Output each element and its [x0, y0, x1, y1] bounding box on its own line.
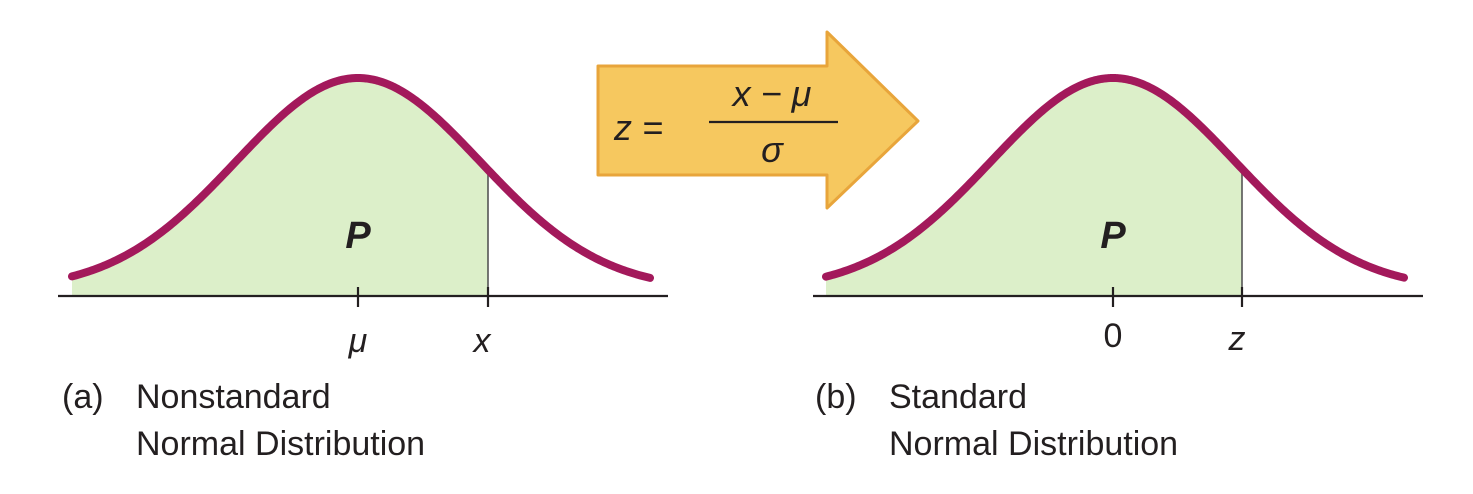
caption-title-a: Nonstandard	[136, 378, 331, 416]
caption-letter-a: (a)	[62, 378, 104, 416]
normal-curve-a	[68, 74, 654, 282]
shaded-area-a	[72, 78, 488, 296]
arrow-icon	[596, 30, 920, 210]
x-tick-label: x	[472, 322, 492, 360]
caption-subtitle-b: Normal Distribution	[889, 425, 1178, 463]
formula-lhs: z =	[613, 107, 663, 148]
formula-denominator: σ	[761, 129, 784, 170]
transform-arrow: z = x − μ σ	[596, 30, 920, 210]
panel-b: P 0 z (b) Standard Normal Distribution	[813, 74, 1423, 463]
caption-letter-b: (b)	[815, 378, 857, 416]
area-label-b: P	[1100, 215, 1126, 257]
caption-subtitle-a: Normal Distribution	[136, 425, 425, 463]
zero-tick-label: 0	[1104, 317, 1123, 355]
z-tick-label: z	[1228, 320, 1246, 358]
formula-numerator: x − μ	[731, 73, 812, 114]
shaded-area-b	[826, 78, 1242, 296]
panel-a: P μ x (a) Nonstandard Normal Distributio…	[58, 74, 668, 463]
area-label-a: P	[345, 215, 371, 257]
mean-tick-label: μ	[348, 322, 368, 360]
normal-curve-b	[822, 74, 1408, 282]
caption-title-b: Standard	[889, 378, 1027, 416]
